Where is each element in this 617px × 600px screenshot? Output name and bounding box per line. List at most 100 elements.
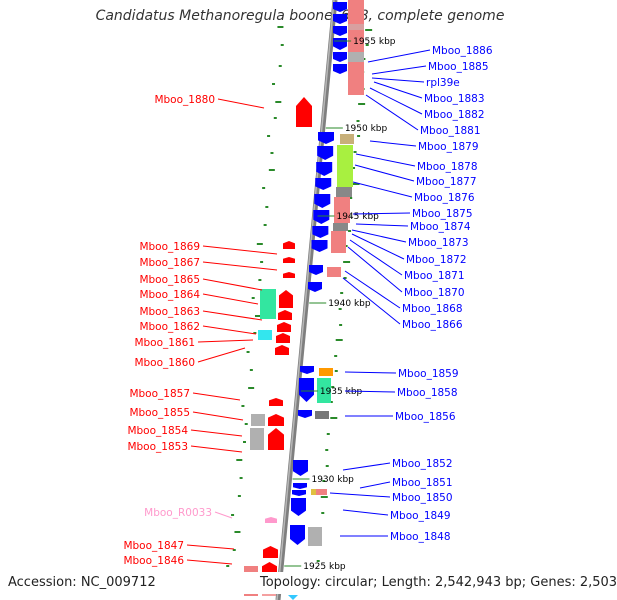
cds-box — [319, 368, 333, 376]
label-leader-line — [351, 229, 407, 243]
label-leader-line — [202, 325, 257, 335]
genome-backbone-highlight — [276, 0, 335, 600]
label-leader-line — [202, 293, 259, 305]
right-gene-label: Mboo_1885 — [428, 61, 489, 73]
reverse-gene-arrow — [312, 226, 329, 238]
label-leader-line — [373, 81, 423, 99]
cds-box — [308, 527, 322, 546]
label-leader-line — [344, 371, 397, 374]
label-leader-line — [354, 164, 415, 182]
label-leader-line — [217, 98, 265, 109]
left-gene-label: Mboo_1867 — [139, 257, 200, 269]
right-gene-label: Mboo_1876 — [414, 192, 475, 204]
reverse-gene-arrow — [299, 378, 314, 402]
label-leader-line — [202, 278, 263, 291]
label-leader-line — [344, 390, 396, 393]
label-leader-line — [371, 77, 425, 83]
label-leader-line — [342, 277, 401, 325]
cds-box — [251, 414, 265, 426]
forward-gene-arrow — [277, 322, 291, 332]
reverse-gene-arrow — [315, 178, 332, 190]
reverse-gene-arrow — [300, 366, 314, 374]
label-leader-line — [342, 509, 389, 516]
label-leader-line — [197, 339, 254, 343]
accession-text: Accession: NC_009712 — [8, 575, 156, 590]
left-gene-label: Mboo_1863 — [139, 306, 200, 318]
reverse-gene-arrow — [333, 52, 347, 62]
right-gene-label: Mboo_1881 — [420, 125, 481, 137]
label-leader-line — [349, 239, 403, 276]
topology-text: Topology: circular; Length: 2,542,943 bp… — [260, 575, 617, 590]
reverse-gene-arrow — [313, 210, 330, 224]
label-leader-line — [355, 153, 416, 167]
cds-box — [260, 289, 276, 319]
label-leader-line — [365, 94, 419, 131]
forward-gene-arrow — [276, 333, 290, 343]
cds-box — [250, 428, 264, 450]
label-leader-line — [192, 411, 244, 421]
left-gene-label: Mboo_1861 — [134, 337, 195, 349]
left-gene-label: Mboo_1860 — [134, 357, 195, 369]
reverse-gene-arrow — [333, 26, 347, 36]
right-gene-label: Mboo_1872 — [406, 254, 467, 266]
label-leader-line — [190, 429, 243, 437]
label-leader-line — [214, 511, 233, 519]
right-gene-label: Mboo_1874 — [410, 221, 471, 233]
forward-gene-arrow — [278, 310, 292, 320]
reverse-gene-arrow — [314, 194, 331, 208]
forward-gene-arrow — [283, 241, 295, 249]
forward-gene-arrow — [279, 290, 293, 308]
right-gene-labels: Mboo_1886Mboo_1885rpl39eMboo_1883Mboo_18… — [329, 45, 493, 543]
forward-gene-arrow — [296, 97, 312, 127]
left-gene-labels: Mboo_1880Mboo_1869Mboo_1867Mboo_1865Mboo… — [123, 94, 278, 567]
right-gene-label: Mboo_1882 — [424, 109, 485, 121]
reverse-gene-arrow — [298, 410, 312, 418]
right-gene-label: Mboo_1852 — [392, 458, 453, 470]
cds-box — [334, 197, 350, 223]
reverse-gene-arrow — [308, 282, 322, 292]
reverse-gene-arrow — [311, 240, 328, 252]
reverse-gene-arrow — [290, 525, 305, 545]
left-gene-label: Mboo_1862 — [139, 321, 200, 333]
label-leader-line — [371, 65, 427, 75]
label-leader-line — [352, 212, 411, 215]
reverse-gene-arrow — [333, 38, 347, 50]
reverse-gene-arrow — [293, 460, 308, 476]
right-gene-label: Mboo_1848 — [390, 531, 451, 543]
map-footer: Accession: NC_009712 Topology: circular;… — [0, 572, 617, 594]
cds-box — [331, 231, 346, 253]
label-leader-line — [190, 445, 243, 453]
label-leader-line — [202, 310, 263, 321]
right-gene-label: Mboo_1849 — [390, 510, 451, 522]
cds-box — [327, 267, 341, 277]
forward-gene-arrow — [283, 257, 295, 263]
cds-box — [258, 330, 272, 340]
scale-label: 1930 kbp — [311, 475, 354, 485]
label-leader-line — [355, 223, 409, 227]
forward-gene-arrow — [283, 272, 295, 278]
reverse-gene-arrow — [333, 14, 347, 24]
right-gene-label: Mboo_1870 — [404, 287, 465, 299]
right-gene-label: Mboo_1859 — [398, 368, 459, 380]
left-gene-label: Mboo_1855 — [129, 407, 190, 419]
reverse-gene-arrow — [333, 64, 347, 74]
right-gene-label: rpl39e — [426, 77, 460, 89]
label-leader-line — [359, 481, 391, 489]
left-gene-label: Mboo_1847 — [123, 540, 184, 552]
cds-box — [348, 24, 364, 30]
gene-features — [244, 0, 364, 600]
right-gene-label: Mboo_1878 — [417, 161, 478, 173]
map-title: Candidatus Methanoregula boonei 6A8, com… — [95, 8, 505, 24]
right-gene-label: Mboo_1858 — [397, 387, 458, 399]
label-leader-line — [369, 87, 423, 115]
reverse-gene-arrow — [309, 265, 323, 275]
right-gene-label: Mboo_1871 — [404, 270, 465, 282]
reverse-gene-arrow — [288, 595, 298, 600]
label-leader-line — [197, 347, 246, 363]
forward-gene-arrow — [263, 546, 278, 558]
left-gene-label: Mboo_1857 — [129, 388, 190, 400]
left-gene-label: Mboo_1864 — [139, 289, 200, 301]
cds-box — [311, 489, 316, 495]
label-leader-line — [352, 181, 413, 198]
